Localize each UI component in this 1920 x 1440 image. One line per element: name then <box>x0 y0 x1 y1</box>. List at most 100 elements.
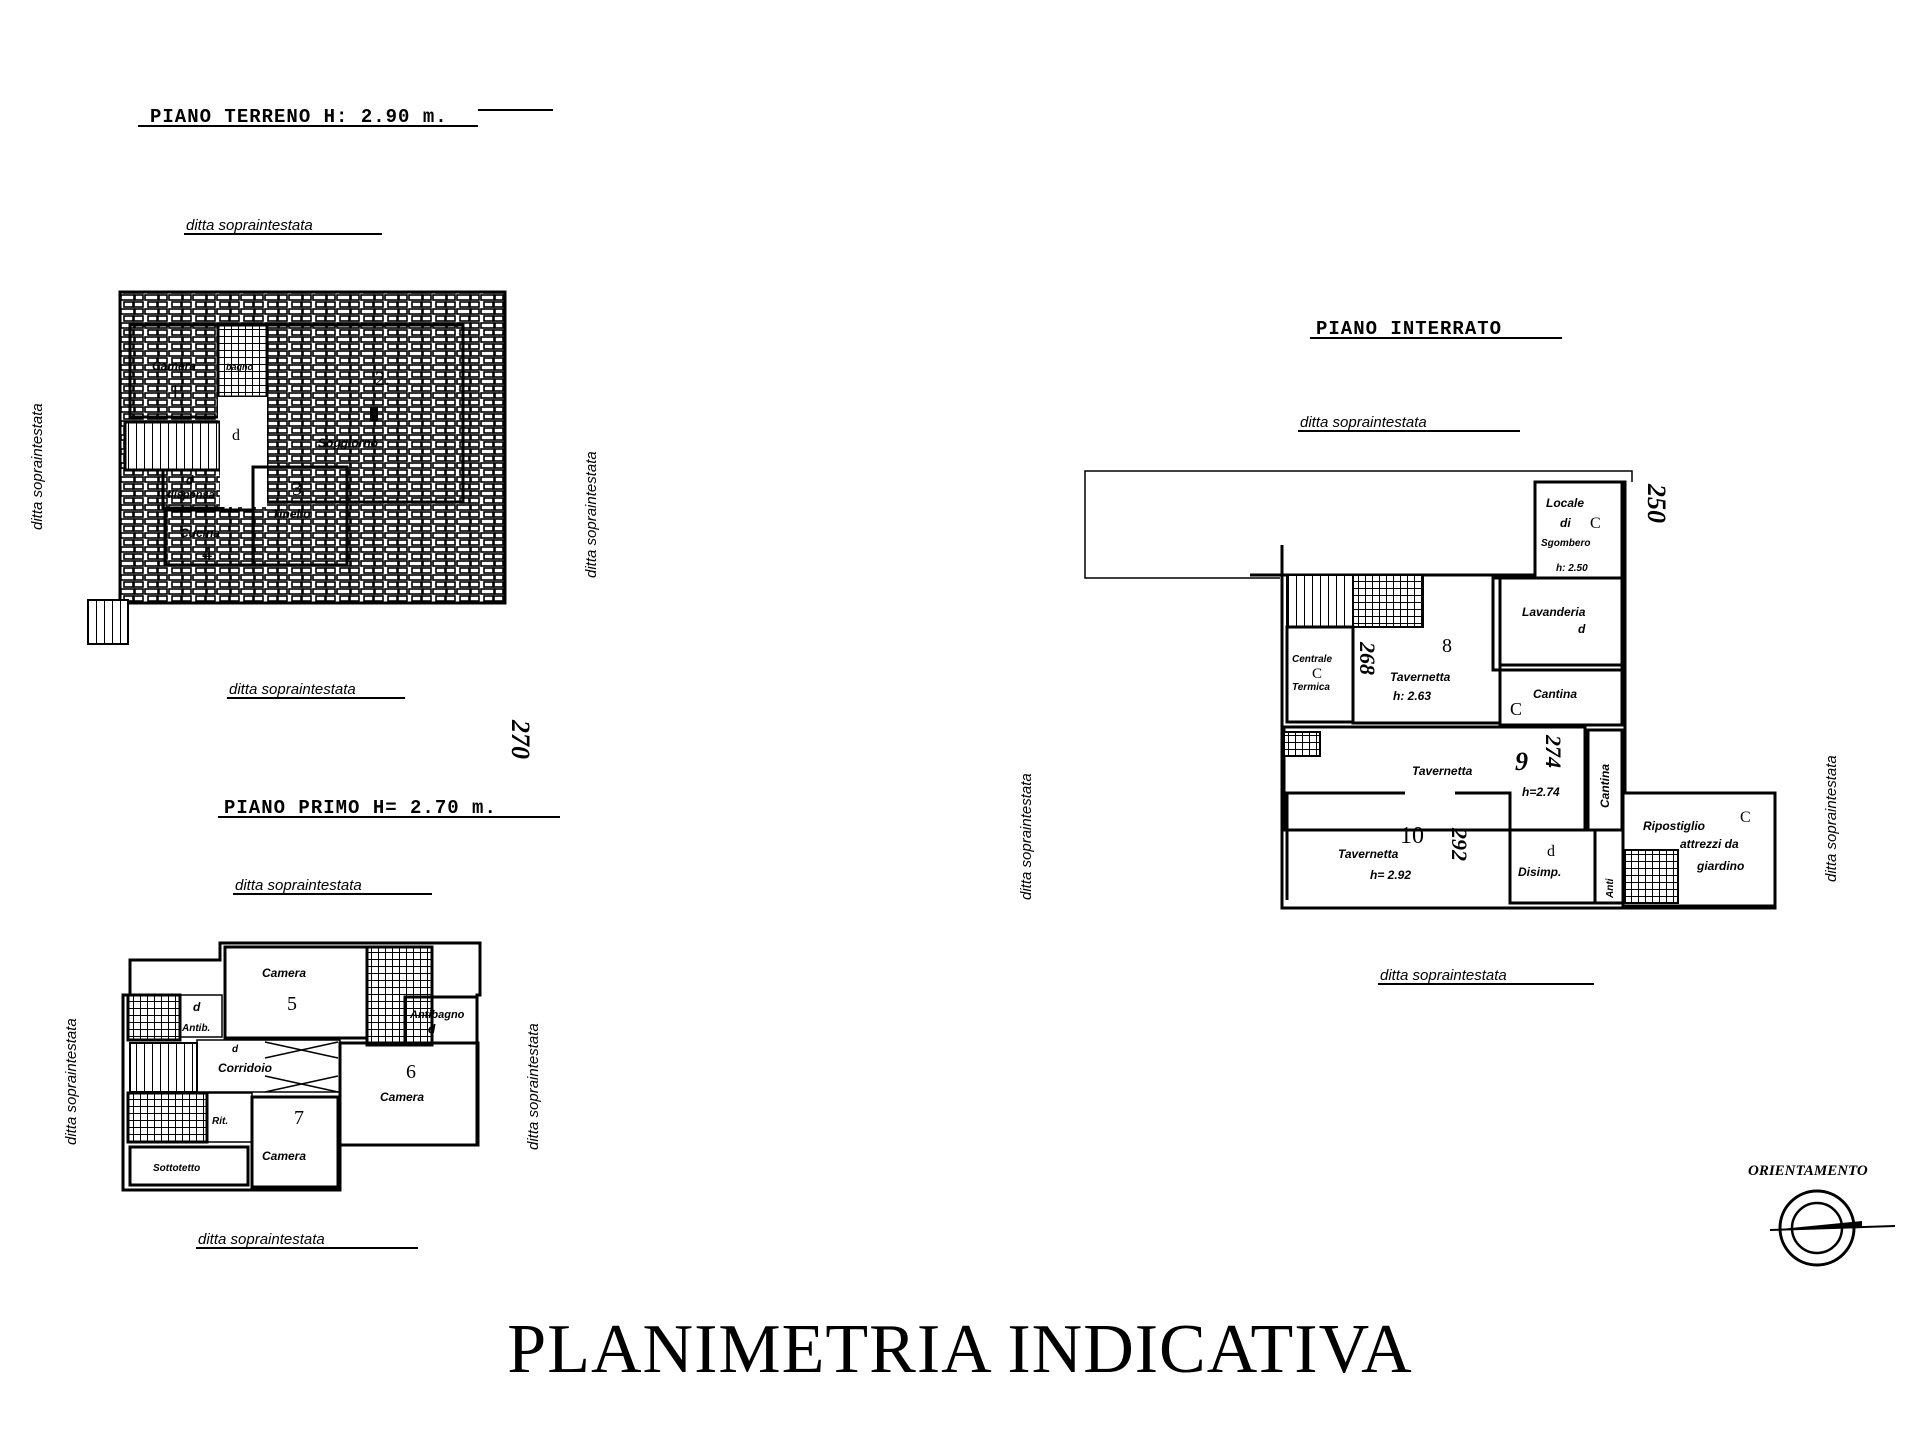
room-cantina <box>1498 663 1624 727</box>
ground-floor-neighbor-top: ditta sopraintestata <box>184 217 382 235</box>
ground-floor-neighbor-left: ditta sopraintestata <box>29 403 46 530</box>
stair <box>1286 574 1354 628</box>
room-label: Tavernetta <box>1390 670 1451 684</box>
room-label: 10 <box>1400 823 1424 849</box>
basement-plan: Locale di C Sgombero h: 2.50 Lavanderia … <box>1084 470 1777 910</box>
room-label: d <box>193 1000 201 1014</box>
basement-neighbor-bottom: ditta sopraintestata <box>1378 967 1594 985</box>
room-label: d <box>232 427 240 444</box>
ground-floor-plan: Camera 1 bagno 2. Soggiorno d d dispensa… <box>87 290 507 645</box>
room-label: Corridoio <box>218 1061 272 1075</box>
room-label: Anti <box>1605 878 1616 899</box>
room-label: 5 <box>287 993 297 1015</box>
room-label: d <box>1578 622 1586 636</box>
room-label: Antib. <box>181 1023 210 1034</box>
room-label: Termica <box>1292 682 1330 693</box>
room-label: bagno <box>226 362 253 372</box>
room-label: di <box>1560 516 1571 530</box>
room-label: Rit. <box>212 1116 228 1127</box>
room-label: 4 <box>202 543 212 565</box>
room-ripostiglio <box>1621 791 1777 908</box>
stair <box>129 1042 198 1093</box>
room-label: h=2.74 <box>1522 785 1560 799</box>
stair <box>123 420 222 472</box>
room-label: ditta sopraintestata <box>229 681 356 698</box>
room-label: Camera <box>262 1149 306 1163</box>
ground-floor-neighbor-right: ditta sopraintestata <box>583 451 600 578</box>
room-label: attrezzi da <box>1680 837 1739 851</box>
room-label: Camera <box>152 359 196 373</box>
room-label: d <box>1547 843 1555 860</box>
room-tavernetta-9 <box>1282 725 1587 832</box>
room-label: Sgombero <box>1541 538 1590 549</box>
basement-sheet-number: 250 <box>1642 483 1671 523</box>
room-label: dispensa <box>167 489 215 501</box>
room-label: Cantina <box>1598 764 1612 808</box>
room-label: Antibagno <box>409 1009 465 1021</box>
room-label: Camera <box>262 966 306 980</box>
room-label: Soggiorno <box>318 436 378 450</box>
orientation-label: ORIENTAMENTO <box>1748 1163 1868 1179</box>
room-bagno-bottom <box>126 1091 209 1144</box>
basement-neighbor-left: ditta sopraintestata <box>1018 773 1035 900</box>
room-label: ditta sopraintestata <box>235 877 362 894</box>
room-label: Lavanderia <box>1522 605 1586 619</box>
first-floor-neighbor-right: ditta sopraintestata <box>525 1023 542 1150</box>
room-label: Camera <box>380 1090 424 1104</box>
room-label: 1 <box>170 381 180 403</box>
room-bagno-left <box>126 993 182 1042</box>
room-camera-6 <box>338 1041 480 1147</box>
room-label: d <box>186 473 194 487</box>
room-tinello <box>251 465 349 567</box>
room-label: Tavernetta <box>1338 847 1399 861</box>
room-label: d <box>232 1044 239 1055</box>
ground-floor-neighbor-bottom: ditta sopraintestata <box>227 681 405 699</box>
room-label: 7 <box>294 1107 304 1129</box>
room-camera-7 <box>250 1095 340 1189</box>
room-label: Disimp. <box>1518 865 1561 879</box>
room-label: 268 <box>1355 641 1380 675</box>
room-label: 292 <box>1447 827 1472 861</box>
first-floor-neighbor-left: ditta sopraintestata <box>63 1018 80 1145</box>
room-label: giardino <box>1696 859 1744 873</box>
first-floor-plan: Camera 5 Antibagno d d Antib. d Corridoi… <box>121 941 482 1192</box>
basement-heading: PIANO INTERRATO <box>1310 318 1562 340</box>
room-label: ditta sopraintestata <box>1380 967 1507 984</box>
room-label: h= 2.92 <box>1370 868 1411 882</box>
first-floor-heading: PIANO PRIMO H= 2.70 m. <box>218 797 560 819</box>
room-label: 8 <box>1442 635 1452 657</box>
room-label: Cantina <box>1533 687 1577 701</box>
room-label: 6 <box>406 1061 416 1083</box>
room-antibagno-left <box>179 994 223 1038</box>
room-label: h: 2.63 <box>1393 689 1431 703</box>
room-label: ditta sopraintestata <box>1300 414 1427 431</box>
room-label: Tinello <box>272 507 310 521</box>
room-label: ditta sopraintestata <box>186 217 313 234</box>
room-label: C <box>1510 699 1522 719</box>
room-label: Cucina <box>180 526 220 540</box>
room-bagno <box>216 323 269 399</box>
page-title: PLANIMETRIA INDICATIVA <box>507 1311 1413 1388</box>
room-label: PIANO PRIMO H= 2.70 m. <box>224 797 497 819</box>
room-label: 9 <box>1515 747 1528 776</box>
room-label: Centrale <box>1292 654 1332 665</box>
room-label: 2. <box>375 368 390 390</box>
first-floor-neighbor-top: ditta sopraintestata <box>233 877 432 895</box>
room-label: d <box>428 1022 436 1036</box>
basement-neighbor-right: ditta sopraintestata <box>1823 755 1840 882</box>
room-label: Ripostiglio <box>1643 819 1705 833</box>
room-label: Sottotetto <box>153 1163 200 1174</box>
room-label: PIANO INTERRATO <box>1316 318 1502 340</box>
room-label: h: 2.50 <box>1556 563 1588 574</box>
ground-floor-heading: PIANO TERRENO H: 2.90 m. <box>138 106 553 128</box>
compass-rose-icon <box>1769 1189 1896 1267</box>
basement-neighbor-top: ditta sopraintestata <box>1298 414 1520 432</box>
room-label: 274 <box>1541 734 1566 768</box>
room-lavanderia <box>1491 576 1624 672</box>
ground-floor-sheet-number: 270 <box>506 719 535 759</box>
room-label: Tavernetta <box>1412 764 1473 778</box>
room-label: 3 <box>292 478 302 500</box>
room-label: C <box>1312 666 1322 682</box>
room-label: Locale <box>1546 496 1584 510</box>
first-floor-neighbor-bottom: ditta sopraintestata <box>196 1231 418 1249</box>
